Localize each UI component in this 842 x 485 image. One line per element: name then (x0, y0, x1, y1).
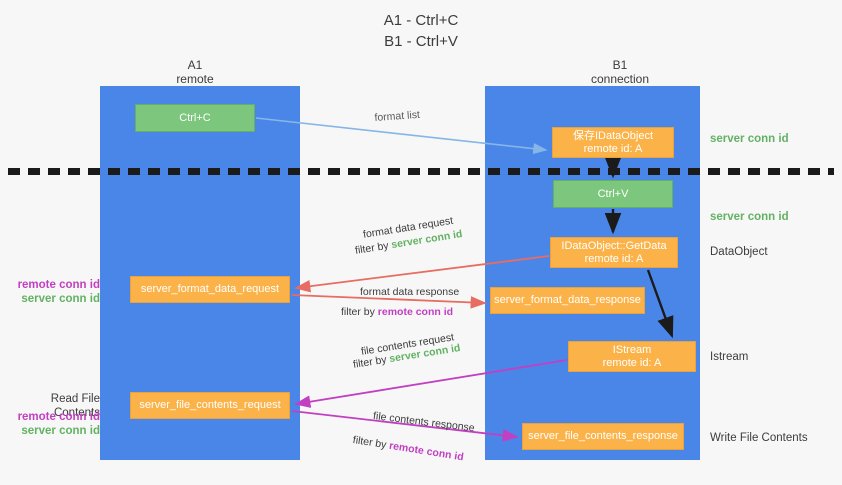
filter-by-text-2: filter by (341, 306, 378, 318)
label-istream: Istream (710, 351, 749, 363)
label-read-file-contents: Read File Contents (50, 393, 100, 419)
label-dataobject: DataObject (710, 246, 768, 258)
label-remote-conn-id-1: remote conn id (17, 279, 100, 291)
box-server-format-data-request[interactable]: server_format_data_request (130, 276, 290, 303)
box-idataobject-getdata[interactable]: IDataObject::GetData remote id: A (550, 237, 678, 268)
separator-dashed-line (8, 168, 834, 175)
column-header-b1: B1 connection (590, 58, 650, 86)
caption-filter-remote-conn-id-1: filter by remote conn id (341, 305, 453, 320)
remote-conn-id-text-1: remote conn id (377, 306, 454, 318)
label-server-conn-id-1: server conn id (21, 293, 100, 305)
box-save-idataobject[interactable]: 保存IDataObject remote id: A (552, 127, 674, 158)
box-istream[interactable]: IStream remote id: A (568, 341, 696, 372)
caption-format-data-response: format data response (360, 286, 460, 298)
column-header-a1: A1 remote (176, 58, 214, 86)
filter-by-text-3: filter by (352, 353, 391, 371)
label-write-file-contents: Write File Contents (710, 432, 808, 444)
remote-conn-id-text-2: remote conn id (388, 439, 465, 464)
box-server-file-contents-request[interactable]: server_file_contents_request (130, 392, 290, 419)
label-server-conn-id-2: server conn id (21, 425, 100, 437)
box-ctrl-c[interactable]: Ctrl+C (135, 104, 255, 132)
box-ctrl-v[interactable]: Ctrl+V (553, 180, 673, 208)
label-conn-ids-file: remote conn id server conn id (8, 410, 100, 438)
label-conn-ids-format: remote conn id server conn id (8, 278, 100, 306)
caption-format-list: format list (374, 108, 421, 124)
box-server-format-data-response[interactable]: server_format_data_response (490, 287, 645, 314)
label-server-conn-id-mid: server conn id (710, 211, 789, 223)
box-server-file-contents-response[interactable]: server_file_contents_response (522, 423, 684, 450)
page-title: A1 - Ctrl+C B1 - Ctrl+V (383, 12, 459, 50)
label-remote-conn-id-2: remote conn id (17, 411, 100, 423)
label-server-conn-id-top: server conn id (710, 133, 789, 145)
caption-filter-remote-conn-id-2: filter by remote conn id (352, 433, 465, 465)
filter-by-text-1: filter by (354, 239, 393, 257)
filter-by-text-4: filter by (351, 433, 391, 452)
caption-file-contents-response: file contents response (372, 409, 476, 435)
